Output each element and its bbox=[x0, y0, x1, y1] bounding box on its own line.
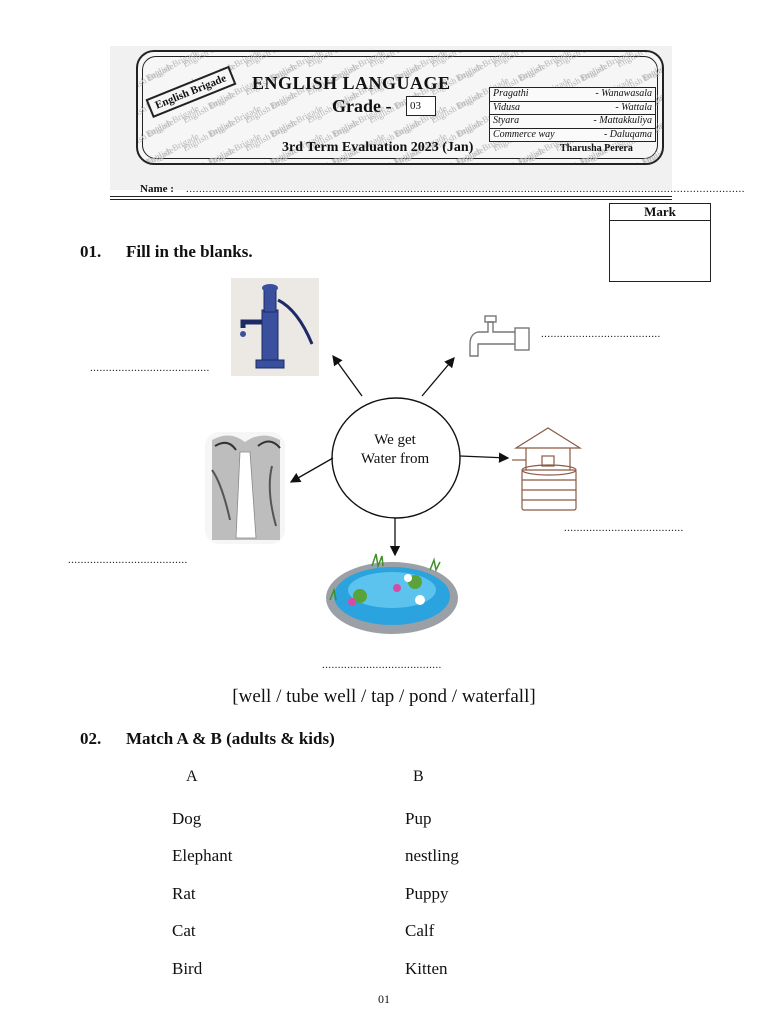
column-b-item[interactable]: nestling bbox=[405, 846, 459, 865]
arrow-to-tap bbox=[421, 357, 455, 397]
blank-waterfall[interactable]: ...................................... bbox=[68, 554, 188, 566]
divider bbox=[110, 196, 672, 197]
pond-icon bbox=[326, 553, 458, 634]
question-2-number: 02. bbox=[80, 729, 102, 748]
column-b-item[interactable]: Kitten bbox=[405, 959, 448, 978]
term-title: 3rd Term Evaluation 2023 (Jan) bbox=[282, 140, 474, 155]
well-icon bbox=[512, 427, 583, 511]
question-2-instruction: Match A & B (adults & kids) bbox=[126, 729, 335, 748]
page-number: 01 bbox=[378, 992, 390, 1006]
word-options: [well / tube well / tap / pond / waterfa… bbox=[232, 686, 536, 707]
exam-title: ENGLISH LANGUAGE bbox=[252, 73, 451, 93]
centre-row: Vidusa- Wattala bbox=[490, 102, 655, 115]
tap-icon bbox=[469, 315, 530, 357]
column-a-item[interactable]: Cat bbox=[172, 921, 196, 940]
question-1-number: 01. bbox=[80, 242, 102, 261]
arrow-to-well bbox=[459, 452, 510, 463]
column-b-item[interactable]: Calf bbox=[405, 921, 435, 940]
blank-tap[interactable]: ...................................... bbox=[541, 328, 661, 340]
mark-box: Mark bbox=[609, 203, 711, 282]
waterfall-icon bbox=[205, 432, 285, 544]
arrow-to-tube-well bbox=[332, 354, 363, 397]
column-a-item[interactable]: Elephant bbox=[172, 846, 233, 865]
tube-well-icon bbox=[231, 278, 319, 376]
name-label: Name : bbox=[140, 183, 174, 195]
grade-label: Grade - bbox=[332, 96, 392, 116]
blank-pond[interactable]: ...................................... bbox=[322, 659, 442, 671]
blank-well[interactable]: ...................................... bbox=[564, 522, 684, 534]
blank-tube-well[interactable]: ...................................... bbox=[90, 362, 210, 374]
question-1-instruction: Fill in the blanks. bbox=[126, 242, 253, 261]
divider bbox=[110, 199, 672, 200]
column-a-header: A bbox=[186, 768, 198, 785]
column-a-item[interactable]: Bird bbox=[172, 959, 203, 978]
column-b-item[interactable]: Pup bbox=[405, 809, 432, 828]
arrow-to-waterfall bbox=[289, 457, 334, 483]
column-a-item[interactable]: Dog bbox=[172, 809, 202, 828]
center-label: We get Water from bbox=[360, 432, 430, 467]
column-b-header: B bbox=[413, 768, 424, 785]
centre-row: Pragathi- Wanawasala bbox=[490, 88, 655, 102]
centres-table: Pragathi- Wanawasala Vidusa- Wattala Sty… bbox=[489, 87, 656, 142]
name-input-line[interactable]: ........................................… bbox=[186, 183, 745, 195]
author-name: Tharusha Perera bbox=[560, 143, 633, 154]
centre-row: Commerce way- Daluqama bbox=[493, 128, 652, 140]
column-b-item[interactable]: Puppy bbox=[405, 884, 449, 903]
column-a-item[interactable]: Rat bbox=[172, 884, 196, 903]
centre-row: Styara- Mattakkuliya bbox=[490, 115, 655, 129]
grade-value: 03 bbox=[406, 96, 436, 116]
water-sources-diagram bbox=[205, 278, 583, 634]
mark-label: Mark bbox=[610, 204, 710, 221]
